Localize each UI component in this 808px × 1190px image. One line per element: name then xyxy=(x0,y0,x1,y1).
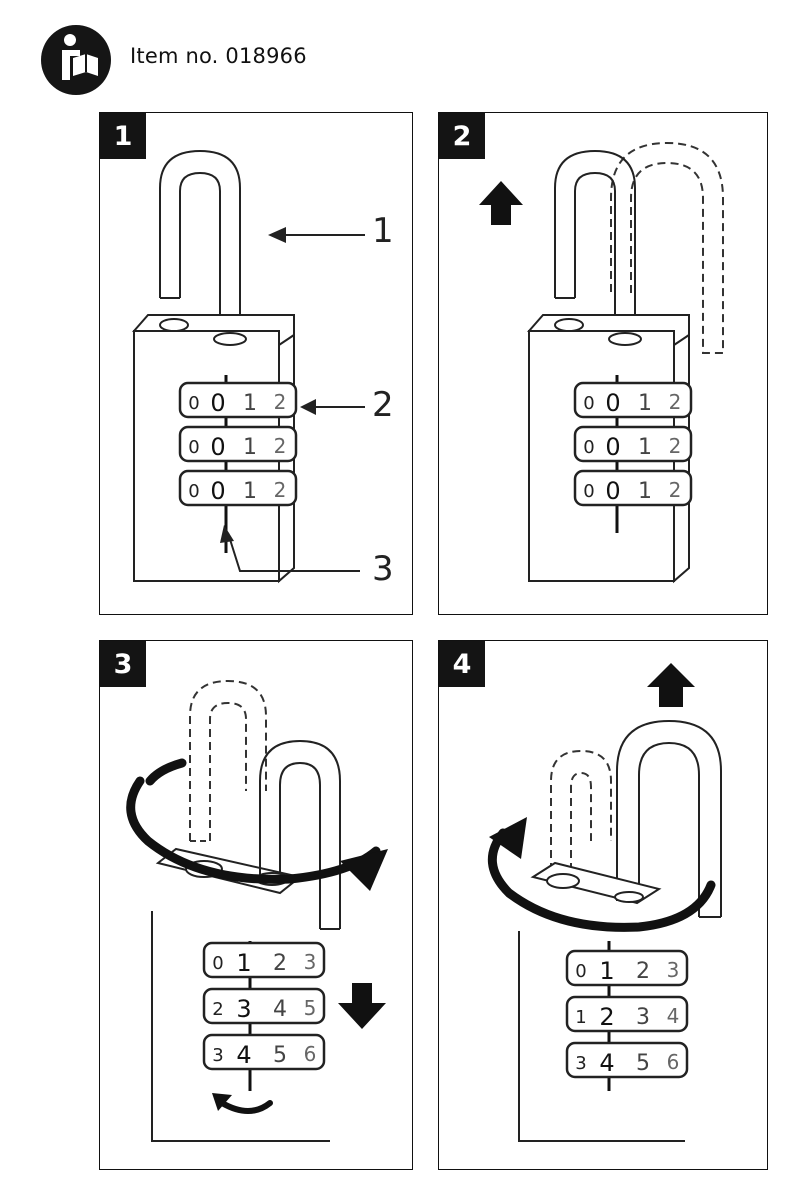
svg-text:2: 2 xyxy=(669,390,682,414)
svg-text:3: 3 xyxy=(636,1005,650,1030)
svg-text:3: 3 xyxy=(304,950,317,974)
svg-text:1: 1 xyxy=(638,435,652,460)
svg-text:0: 0 xyxy=(575,961,586,982)
item-number: Item no. 018966 xyxy=(130,44,307,68)
step-badge-1: 1 xyxy=(100,113,146,159)
svg-text:1: 1 xyxy=(638,479,652,504)
svg-text:2: 2 xyxy=(599,1003,614,1031)
dial-row-3: 0 0 1 2 xyxy=(573,469,693,507)
svg-text:4: 4 xyxy=(667,1004,680,1028)
up-arrow-icon xyxy=(479,181,523,225)
dial-row-3: 0 0 1 2 xyxy=(178,469,298,507)
step-panel-4: 4 0 1 2 3 1 2 3 xyxy=(438,640,768,1170)
dial-row-1: 0 1 2 3 xyxy=(565,949,689,987)
callout-arrow-shackle xyxy=(268,227,365,243)
dial-row-1: 0 1 2 3 xyxy=(202,941,326,979)
svg-text:0: 0 xyxy=(188,393,199,414)
padlock-illustration-rotate: 0 1 2 3 2 3 4 5 3 4 5 6 xyxy=(126,679,388,1142)
svg-text:3: 3 xyxy=(236,995,251,1023)
step-panel-3: 3 0 1 2 3 2 3 4 xyxy=(99,640,413,1170)
callout-label-3: 3 xyxy=(372,549,394,589)
svg-text:0: 0 xyxy=(210,389,225,417)
svg-text:2: 2 xyxy=(273,951,287,976)
svg-text:4: 4 xyxy=(236,1041,251,1069)
svg-text:3: 3 xyxy=(575,1053,586,1074)
dial-row-3: 3 4 5 6 xyxy=(565,1041,689,1079)
svg-text:0: 0 xyxy=(188,437,199,458)
dial-row-2: 2 3 4 5 xyxy=(202,987,326,1025)
callout-arrow-mark xyxy=(220,525,360,572)
svg-text:1: 1 xyxy=(243,391,257,416)
callout-arrow-dials xyxy=(300,399,365,415)
down-arrow-icon xyxy=(338,983,386,1029)
padlock-illustration-open: 0 1 2 3 1 2 3 4 3 4 5 6 xyxy=(487,663,722,1142)
svg-text:2: 2 xyxy=(274,390,287,414)
svg-text:0: 0 xyxy=(188,481,199,502)
padlock-illustration-unlocked: 0 0 1 2 0 0 1 2 0 0 1 2 xyxy=(479,141,724,584)
svg-text:2: 2 xyxy=(669,434,682,458)
dial-turn-arrow-icon xyxy=(212,1093,273,1114)
padlock-illustration-closed: 0 0 1 2 0 0 1 2 0 0 1 2 xyxy=(131,149,365,584)
rotate-arrow-icon xyxy=(487,817,716,932)
svg-text:0: 0 xyxy=(605,477,620,505)
svg-text:1: 1 xyxy=(638,391,652,416)
svg-text:6: 6 xyxy=(304,1042,317,1066)
svg-text:3: 3 xyxy=(212,1045,223,1066)
svg-text:0: 0 xyxy=(212,953,223,974)
svg-text:0: 0 xyxy=(583,437,594,458)
rotate-arrow-icon xyxy=(126,758,388,891)
svg-text:0: 0 xyxy=(583,481,594,502)
svg-text:5: 5 xyxy=(304,996,317,1020)
svg-text:1: 1 xyxy=(236,949,251,977)
svg-text:5: 5 xyxy=(273,1043,287,1068)
callout-label-2: 2 xyxy=(372,385,394,425)
svg-text:1: 1 xyxy=(243,479,257,504)
svg-text:6: 6 xyxy=(667,1050,680,1074)
svg-text:3: 3 xyxy=(667,958,680,982)
svg-text:1: 1 xyxy=(243,435,257,460)
svg-text:0: 0 xyxy=(210,477,225,505)
step-badge-4: 4 xyxy=(439,641,485,687)
svg-text:0: 0 xyxy=(210,433,225,461)
svg-text:1: 1 xyxy=(575,1007,586,1028)
svg-text:2: 2 xyxy=(274,478,287,502)
svg-text:4: 4 xyxy=(599,1049,614,1077)
dial-row-1: 0 0 1 2 xyxy=(573,381,693,419)
svg-text:0: 0 xyxy=(583,393,594,414)
dial-row-2: 0 0 1 2 xyxy=(573,425,693,463)
dial-row-3: 3 4 5 6 xyxy=(202,1033,326,1071)
svg-text:2: 2 xyxy=(636,959,650,984)
step-panel-2: 2 0 0 1 2 0 0 1 2 xyxy=(438,112,768,615)
svg-text:2: 2 xyxy=(669,478,682,502)
svg-text:4: 4 xyxy=(273,997,287,1022)
svg-text:0: 0 xyxy=(605,433,620,461)
step-badge-2: 2 xyxy=(439,113,485,159)
read-manual-icon xyxy=(41,25,111,95)
svg-text:5: 5 xyxy=(636,1051,650,1076)
dial-row-2: 0 0 1 2 xyxy=(178,425,298,463)
svg-text:0: 0 xyxy=(605,389,620,417)
step-panel-1: 1 0 0 1 2 0 0 1 2 0 0 1 xyxy=(99,112,413,615)
up-arrow-icon xyxy=(647,663,695,707)
svg-text:2: 2 xyxy=(212,999,223,1020)
svg-text:1: 1 xyxy=(599,957,614,985)
svg-text:2: 2 xyxy=(274,434,287,458)
dial-row-1: 0 0 1 2 xyxy=(178,381,298,419)
step-badge-3: 3 xyxy=(100,641,146,687)
callout-label-1: 1 xyxy=(372,211,394,251)
dial-row-2: 1 2 3 4 xyxy=(565,995,689,1033)
